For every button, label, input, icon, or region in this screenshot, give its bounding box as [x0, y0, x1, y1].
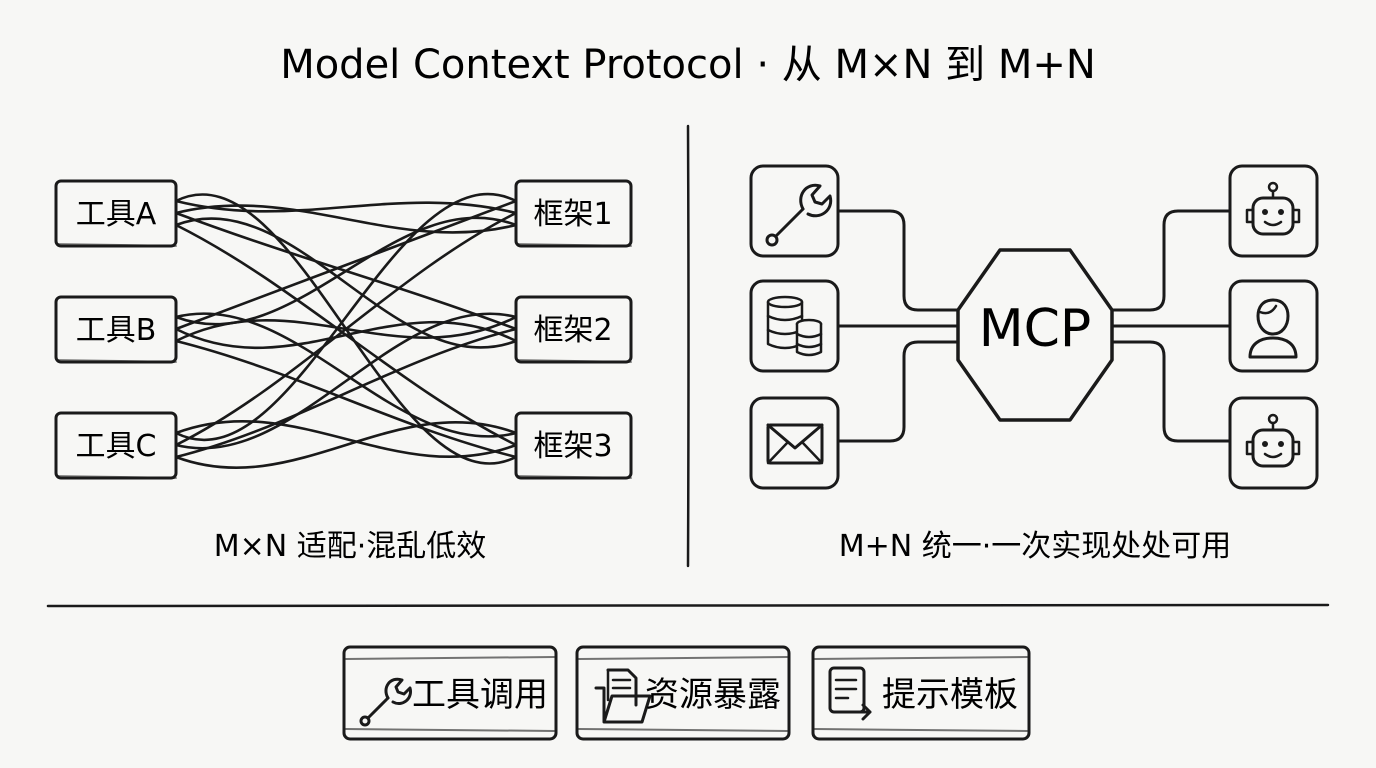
framework-node-3: 框架3	[514, 411, 633, 480]
feature-label-tool-calling: 工具调用	[412, 675, 548, 715]
horizontal-divider	[46, 603, 1330, 608]
feature-label-resource-exposure: 资源暴露	[645, 675, 781, 715]
client-tile-user	[1228, 279, 1319, 373]
left-caption: M×N 适配·混乱低效	[214, 529, 487, 564]
mesh-line	[174, 199, 518, 331]
feature-tool-calling: 工具调用	[342, 645, 558, 741]
mesh-line	[174, 419, 518, 459]
source-tile-database	[749, 279, 840, 373]
robot-icon	[1245, 181, 1301, 236]
wrench-icon	[359, 677, 412, 727]
mxn-connection-lines	[174, 192, 518, 469]
framework-node-2: 框架2	[514, 295, 633, 364]
tool-node-a: 工具A	[54, 179, 178, 248]
framework-label-1: 框架1	[533, 197, 612, 232]
mesh-line	[174, 421, 518, 469]
mesh-line	[174, 312, 518, 450]
folder-document-icon	[594, 668, 652, 724]
tool-node-b: 工具B	[54, 295, 178, 364]
vertical-divider	[686, 124, 690, 568]
wrench-icon	[765, 183, 833, 247]
right-caption: M+N 统一·一次实现处处可用	[839, 529, 1232, 564]
page-title: Model Context Protocol · 从 M×N 到 M+N	[280, 42, 1096, 88]
mesh-line	[174, 312, 518, 438]
client-tile-robot-top	[1228, 164, 1319, 258]
source-tile-wrench	[749, 164, 840, 258]
client-tile-robot-bottom	[1228, 396, 1319, 490]
mesh-line	[174, 339, 518, 459]
mcp-hub-label: MCP	[979, 299, 1092, 359]
feature-resource-exposure: 资源暴露	[575, 645, 791, 741]
framework-label-3: 框架3	[533, 429, 612, 464]
robot-icon	[1245, 413, 1301, 468]
tool-node-c: 工具C	[54, 411, 178, 480]
tool-label-a: 工具A	[76, 197, 157, 232]
mesh-line	[174, 211, 518, 447]
user-icon	[1248, 298, 1298, 359]
tool-label-c: 工具C	[76, 429, 157, 464]
database-icon	[766, 295, 823, 357]
framework-node-1: 框架1	[514, 179, 633, 248]
mesh-line	[174, 217, 518, 349]
feature-label-prompt-templates: 提示模板	[882, 675, 1018, 715]
mesh-line	[174, 320, 518, 350]
source-tile-mail	[749, 396, 840, 490]
template-document-icon	[828, 666, 872, 721]
mesh-line	[174, 216, 518, 326]
mcp-hub: MCP	[956, 248, 1114, 422]
feature-prompt-templates: 提示模板	[811, 645, 1031, 741]
mesh-line	[174, 327, 518, 459]
mesh-line	[174, 192, 518, 442]
tool-label-b: 工具B	[76, 313, 157, 348]
framework-label-2: 框架2	[533, 313, 612, 348]
mail-icon	[766, 423, 824, 465]
mcp-connectors	[836, 209, 1232, 443]
mesh-line	[174, 204, 518, 234]
mesh-line	[174, 199, 518, 215]
